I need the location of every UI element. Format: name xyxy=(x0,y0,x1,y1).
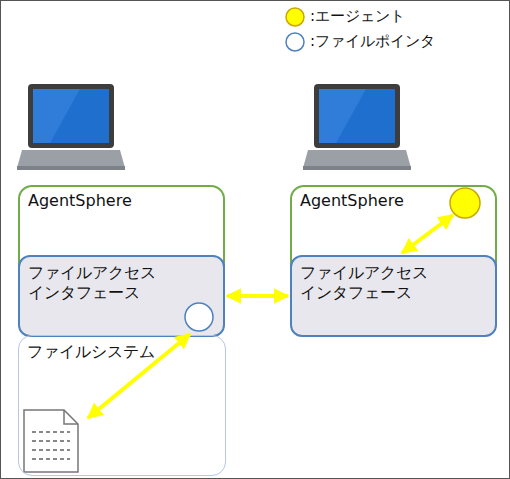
double-arrow xyxy=(227,294,288,298)
document-icon xyxy=(24,410,78,472)
file-system-box: ファイルシステム xyxy=(18,335,226,476)
interface-box: ファイルアクセス インタフェース xyxy=(18,255,225,337)
agent-arrow xyxy=(402,215,453,253)
legend-swatch-box xyxy=(284,6,306,28)
node-label: AgentSphere xyxy=(28,191,215,211)
laptop-left xyxy=(17,84,125,170)
agentsphere-box: AgentSphere ファイルアクセス インタフェース xyxy=(18,185,225,335)
interface-box: ファイルアクセス インタフェース xyxy=(290,255,497,337)
node-label: ファイルアクセス インタフェース xyxy=(28,263,172,303)
legend-swatch xyxy=(286,8,304,26)
legend-row: :エージェント xyxy=(284,4,435,29)
node-label: AgentSphere xyxy=(300,191,487,211)
agent-circle xyxy=(450,188,480,218)
legend-row: :ファイルポインタ xyxy=(284,29,435,54)
legend-label: :エージェント xyxy=(310,7,405,26)
legend-swatch-box xyxy=(284,31,306,53)
legend-swatch xyxy=(286,33,304,51)
legend-label: :ファイルポインタ xyxy=(310,32,435,51)
agentsphere-box: AgentSphere ファイルアクセス インタフェース xyxy=(290,185,497,335)
file-arrow xyxy=(88,334,190,418)
legend: :エージェント :ファイルポインタ xyxy=(284,4,435,54)
node-label: ファイルシステム xyxy=(27,342,217,362)
node-label: ファイルアクセス インタフェース xyxy=(300,263,444,303)
laptop-right xyxy=(303,84,411,170)
file-pointer-circle xyxy=(185,303,213,331)
